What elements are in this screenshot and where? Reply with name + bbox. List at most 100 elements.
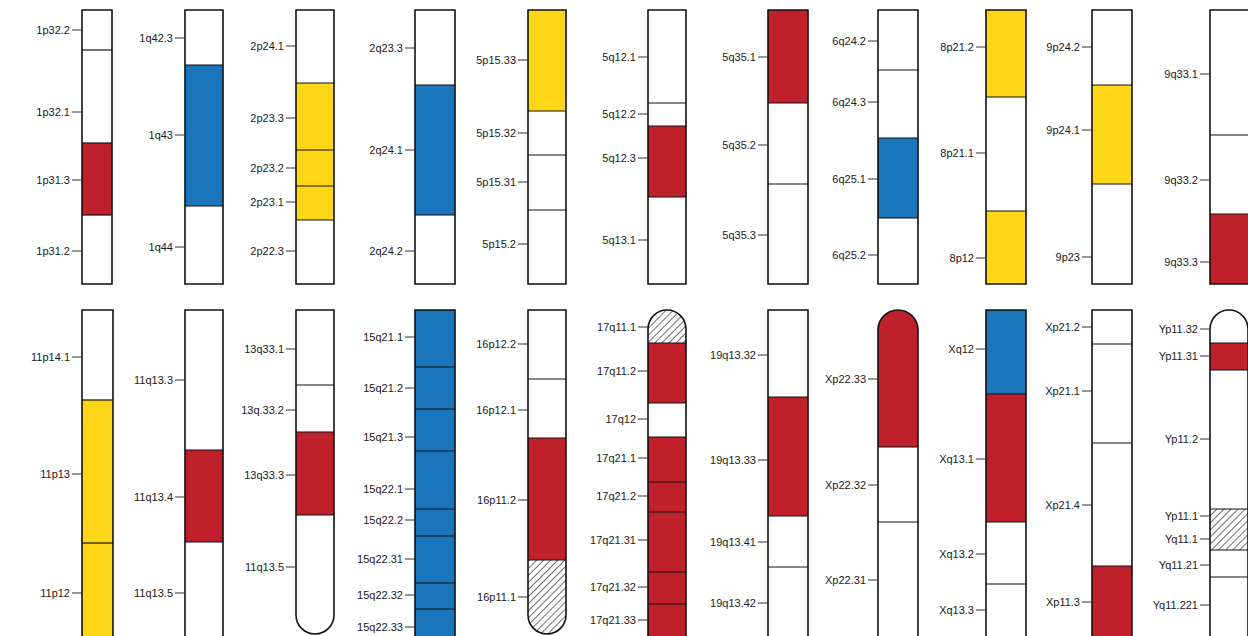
band-label: 19q13.41 — [710, 536, 756, 549]
chromosome-band — [646, 126, 688, 197]
band-label: 15q22.2 — [363, 514, 403, 527]
band-divider — [415, 408, 455, 409]
leader-tick — [638, 620, 648, 621]
chromosome-band — [294, 385, 336, 432]
leader-tick — [976, 554, 986, 555]
chromosome — [286, 10, 336, 284]
chromosome-outline — [878, 10, 918, 284]
leader-tick — [868, 485, 878, 486]
band-divider — [768, 102, 808, 103]
leader-tick — [405, 520, 415, 521]
chromosome — [405, 310, 457, 636]
chromosome — [1200, 310, 1248, 636]
leader-tick — [758, 145, 768, 146]
leader-tick — [175, 247, 185, 248]
chromosome-band — [1090, 184, 1134, 284]
chromosome-band — [80, 143, 114, 215]
chromosome-band — [984, 211, 1028, 284]
band-label: 16p12.1 — [476, 404, 516, 417]
band-divider — [82, 542, 113, 543]
leader-tick — [518, 244, 528, 245]
band-divider — [185, 64, 223, 65]
band-divider — [296, 384, 334, 385]
band-label: 19q13.42 — [710, 597, 756, 610]
band-divider — [1092, 442, 1132, 443]
chromosome-outline — [1210, 310, 1248, 636]
band-divider — [1210, 369, 1248, 370]
leader-tick — [286, 567, 296, 568]
leader-tick — [976, 153, 986, 154]
band-label: 1q42.3 — [139, 32, 173, 45]
leader-tick — [1200, 516, 1210, 517]
band-divider — [878, 137, 918, 138]
leader-tick — [868, 41, 878, 42]
band-label: 16p11.1 — [477, 591, 516, 604]
band-divider — [296, 149, 334, 150]
leader-tick — [518, 500, 528, 501]
band-divider — [296, 431, 334, 432]
chromosome-band — [1090, 566, 1134, 636]
chromosome-band — [526, 111, 568, 155]
chromosome — [72, 10, 114, 284]
band-label: 2q24.1 — [369, 144, 403, 157]
chromosome-band — [646, 343, 688, 403]
leader-tick — [1082, 327, 1092, 328]
leader-tick — [758, 57, 768, 58]
leader-tick — [175, 135, 185, 136]
chromosome-band — [876, 447, 920, 522]
chromosome — [518, 10, 568, 284]
leader-tick — [286, 251, 296, 252]
leader-tick — [758, 460, 768, 461]
leader-tick — [1082, 47, 1092, 48]
band-divider — [878, 217, 918, 218]
chromosome-band — [413, 609, 457, 636]
leader-tick — [1200, 329, 1210, 330]
band-label: 11q13.4 — [134, 491, 173, 504]
chromosome-band — [294, 432, 336, 515]
chromosome-band — [1090, 344, 1134, 443]
band-divider — [296, 185, 334, 186]
chromosome-band — [80, 50, 114, 143]
band-label: 17q21.1 — [596, 452, 636, 465]
band-label: 17q21.31 — [590, 534, 636, 547]
leader-tick — [868, 102, 878, 103]
band-divider — [648, 436, 686, 437]
chromosome-band — [183, 450, 225, 542]
band-label: 1q43 — [149, 129, 173, 142]
leader-tick — [1200, 565, 1210, 566]
band-divider — [415, 214, 455, 215]
band-divider — [878, 446, 918, 447]
leader-tick — [405, 337, 415, 338]
band-label: Xp22.32 — [825, 479, 866, 492]
band-label: 17q21.2 — [596, 490, 636, 503]
leader-tick — [1200, 539, 1210, 540]
leader-tick — [1082, 130, 1092, 131]
band-label: Xq13.2 — [939, 548, 974, 561]
chromosome-band — [646, 572, 688, 604]
leader-tick — [405, 489, 415, 490]
band-divider — [185, 541, 223, 542]
chromosome — [638, 10, 688, 284]
band-label: Xq13.1 — [939, 453, 974, 466]
leader-tick — [72, 474, 82, 475]
band-label: 11p12 — [40, 587, 70, 600]
leader-tick — [758, 235, 768, 236]
leader-tick — [405, 627, 415, 628]
leader-tick — [1200, 74, 1210, 75]
band-divider — [415, 608, 455, 609]
chromosome-outline — [1092, 310, 1132, 636]
band-label: 9q33.2 — [1164, 174, 1198, 187]
chromosome — [72, 310, 115, 636]
chromosome-outline — [185, 310, 223, 636]
chromosome-band — [1090, 85, 1134, 184]
chromosome-band — [876, 218, 920, 284]
chromosome-band — [984, 10, 1028, 97]
band-label: 5p15.2 — [482, 238, 516, 251]
band-divider — [648, 571, 686, 572]
chromosome-band — [80, 10, 114, 50]
leader-tick — [976, 47, 986, 48]
band-divider — [296, 514, 334, 515]
leader-tick — [286, 349, 296, 350]
band-divider — [768, 566, 808, 567]
band-divider — [528, 209, 566, 210]
